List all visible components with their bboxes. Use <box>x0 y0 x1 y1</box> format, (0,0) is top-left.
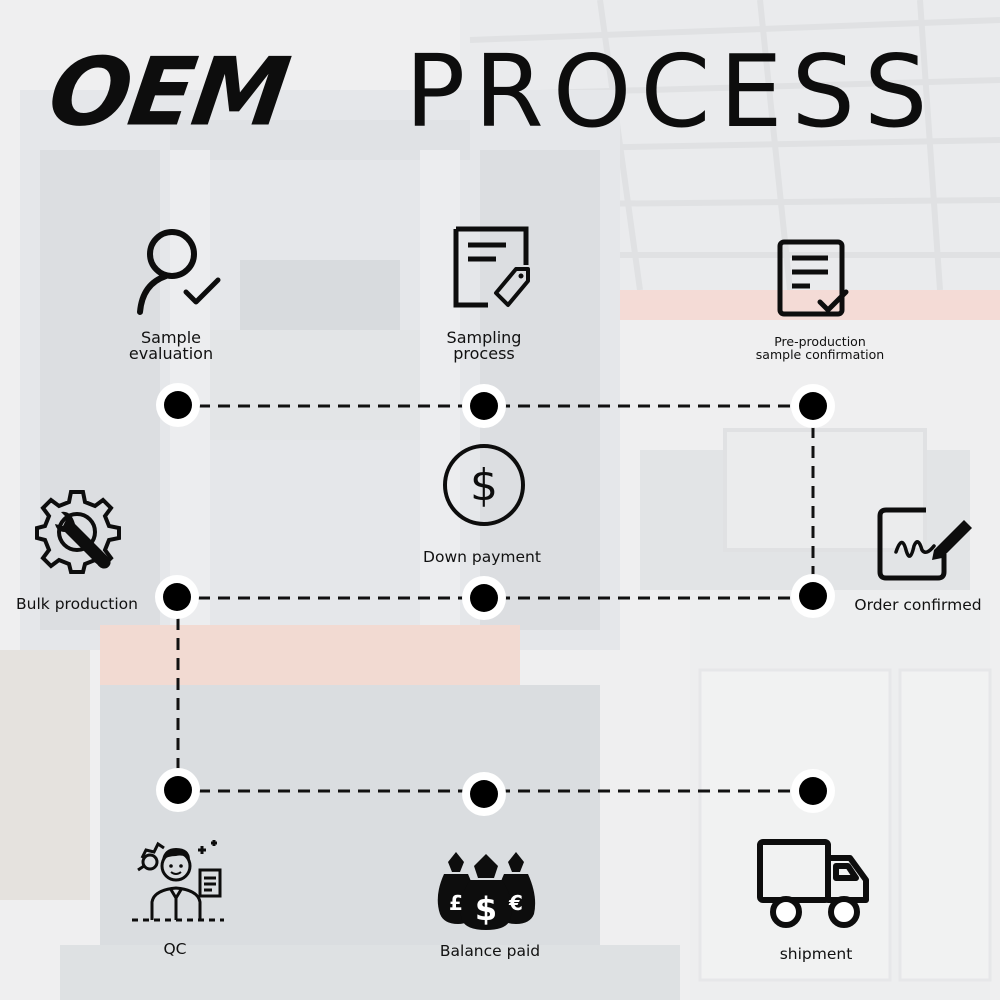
node-balance-paid <box>462 772 506 816</box>
document-check-icon <box>777 239 849 317</box>
dashed-connectors <box>176 404 815 793</box>
dollar-circle-icon: $ <box>443 444 525 526</box>
title-word: PROCESS <box>405 33 937 150</box>
node-bulk-production <box>155 575 199 619</box>
node-sample-evaluation <box>156 383 200 427</box>
node-order-confirmed <box>791 574 835 618</box>
label-sampling-process: Sampling process <box>434 330 534 362</box>
node-qc <box>156 768 200 812</box>
svg-text:$: $ <box>470 460 498 511</box>
label-line: Pre-production <box>774 334 866 349</box>
svg-text:$: $ <box>475 890 497 928</box>
label-qc: QC <box>163 940 187 958</box>
label-line: process <box>453 344 515 363</box>
node-sampling-process <box>462 384 506 428</box>
svg-text:£: £ <box>449 891 463 915</box>
node-preproduction <box>791 384 835 428</box>
label-balance-paid: Balance paid <box>439 942 541 960</box>
money-bags-icon: £ € $ <box>437 852 536 930</box>
label-line: evaluation <box>128 344 214 363</box>
flow-nodes <box>155 383 835 816</box>
person-check-icon <box>137 229 221 315</box>
label-line: sample confirmation <box>755 346 885 362</box>
label-line: Sampling <box>446 328 522 347</box>
node-down-payment <box>462 576 506 620</box>
inspector-icon <box>132 840 224 922</box>
truck-icon <box>757 839 869 928</box>
label-sample-evaluation: Sample evaluation <box>112 330 230 362</box>
gear-wrench-icon <box>35 490 121 574</box>
label-shipment: shipment <box>779 945 853 963</box>
node-shipment <box>791 769 835 813</box>
svg-text:€: € <box>508 891 523 915</box>
label-preproduction: Pre-production sample confirmation <box>740 334 900 362</box>
label-bulk-production: Bulk production <box>16 595 138 613</box>
label-line: Sample <box>141 328 201 347</box>
label-down-payment: Down payment <box>423 548 541 566</box>
label-order-confirmed: Order confirmed <box>854 596 982 614</box>
document-tag-icon <box>453 226 530 308</box>
signature-pen-icon <box>877 507 972 581</box>
